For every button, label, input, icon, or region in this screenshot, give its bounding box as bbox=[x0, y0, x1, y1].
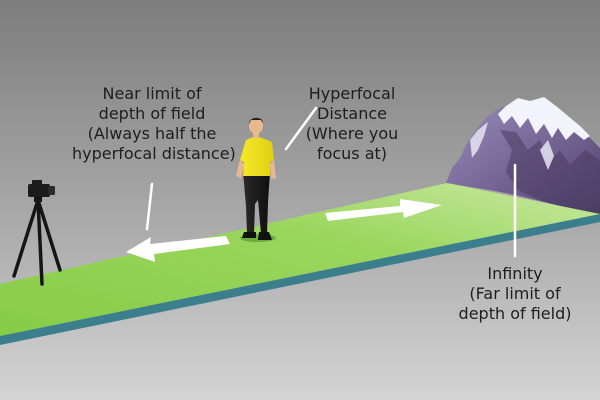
near-limit-line-2: depth of field bbox=[98, 104, 206, 123]
tripod-leg-left bbox=[12, 198, 40, 278]
near-limit-pointer-line bbox=[145, 182, 154, 231]
camera-body bbox=[28, 184, 50, 197]
ground-slab bbox=[0, 183, 600, 345]
person-arms bbox=[236, 160, 276, 179]
camera-prism bbox=[32, 180, 42, 186]
ground-front-edge bbox=[0, 214, 600, 345]
camera-on-tripod-icon bbox=[12, 180, 62, 286]
tripod-head bbox=[34, 194, 42, 202]
person-trousers bbox=[243, 172, 270, 234]
mountain bbox=[446, 97, 600, 214]
camera-lens bbox=[48, 186, 55, 195]
hyperfocal-pointer-line bbox=[284, 106, 318, 151]
arrow-pointing-left-icon bbox=[126, 236, 230, 262]
arrow-pointing-right-icon bbox=[325, 199, 442, 221]
hyperfocal-line-2: Distance bbox=[317, 104, 387, 123]
ground-top-surface bbox=[0, 183, 600, 336]
near-limit-line-4: hyperfocal distance) bbox=[72, 144, 236, 163]
hyperfocal-distance-label: Hyperfocal Distance (Where you focus at) bbox=[298, 84, 406, 164]
infinity-line-3: depth of field) bbox=[458, 304, 572, 323]
hyperfocal-line-3: (Where you bbox=[305, 124, 399, 143]
tripod-leg-center bbox=[36, 198, 44, 286]
person-figure bbox=[236, 117, 276, 242]
person-shoes bbox=[242, 232, 272, 240]
tripod-leg-right bbox=[36, 198, 62, 272]
person-neck bbox=[253, 132, 259, 138]
infinity-label: Infinity (Far limit of depth of field) bbox=[455, 264, 575, 324]
person-hair bbox=[249, 117, 263, 124]
near-limit-label: Near limit of depth of field (Always hal… bbox=[72, 84, 236, 164]
hyperfocal-line-1: Hyperfocal bbox=[308, 84, 396, 103]
mountain-shadow bbox=[500, 130, 600, 214]
near-limit-line-1: Near limit of bbox=[102, 84, 202, 103]
hyperfocal-line-4: focus at) bbox=[316, 144, 388, 163]
infinity-line-1: Infinity bbox=[487, 264, 543, 283]
person-head bbox=[249, 118, 263, 134]
person-shirt bbox=[240, 136, 274, 176]
near-limit-line-3: (Always half the bbox=[87, 124, 217, 143]
infinity-line-2: (Far limit of bbox=[469, 284, 561, 303]
mountain-snow bbox=[498, 97, 590, 140]
